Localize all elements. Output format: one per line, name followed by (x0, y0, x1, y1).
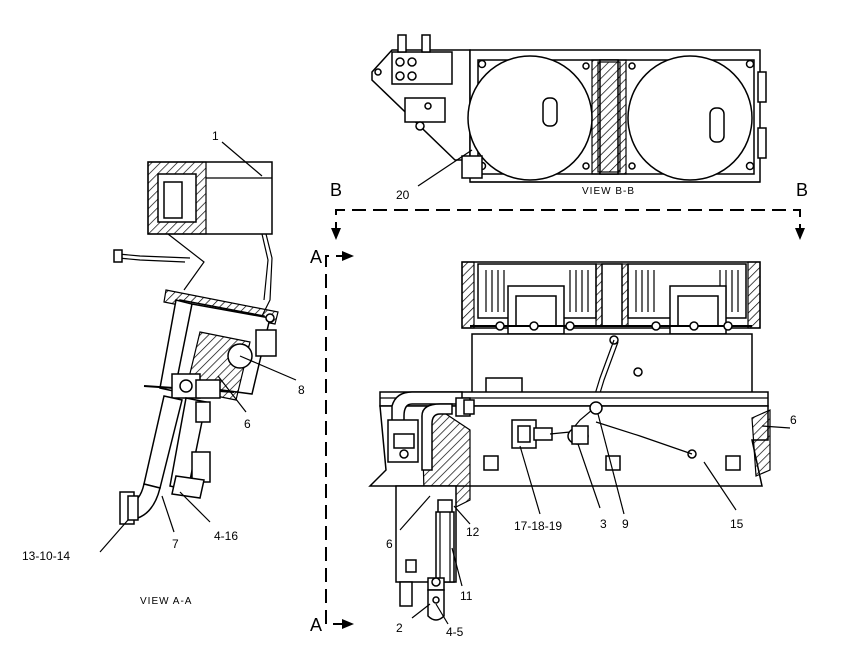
view-b-b-drawing (371, 34, 767, 187)
callout-3: 3 (600, 517, 607, 531)
fan-grille-left (485, 270, 589, 312)
callout-4-16: 4-16 (214, 529, 238, 543)
callout-12: 12 (466, 525, 480, 539)
view-b-b-caption: VIEW B-B (582, 186, 635, 197)
callout-6-bottom: 6 (386, 537, 393, 551)
section-label-a-top: A (310, 247, 322, 267)
callout-6-right: 6 (790, 413, 797, 427)
callout-15: 15 (730, 517, 744, 531)
callout-6-left: 6 (244, 417, 251, 431)
callout-4-5: 4-5 (446, 625, 464, 639)
callout-2: 2 (396, 621, 403, 635)
view-a-a-caption: VIEW A-A (140, 596, 192, 607)
callout-1: 1 (212, 129, 219, 143)
callout-8: 8 (298, 383, 305, 397)
callout-17-18-19: 17-18-19 (514, 519, 562, 533)
main-assembly-drawing (368, 261, 791, 625)
section-label-a-bottom: A (310, 615, 322, 635)
section-line-a (325, 251, 354, 629)
view-a-a-drawing (99, 141, 297, 553)
callout-11: 11 (460, 589, 473, 603)
callout-9: 9 (622, 517, 629, 531)
section-label-b-left: B (330, 180, 342, 200)
section-label-b-right: B (796, 180, 808, 200)
callout-20: 20 (396, 188, 410, 202)
callout-7: 7 (172, 537, 179, 551)
section-line-b (331, 209, 805, 240)
callout-13-10-14: 13-10-14 (22, 549, 70, 563)
